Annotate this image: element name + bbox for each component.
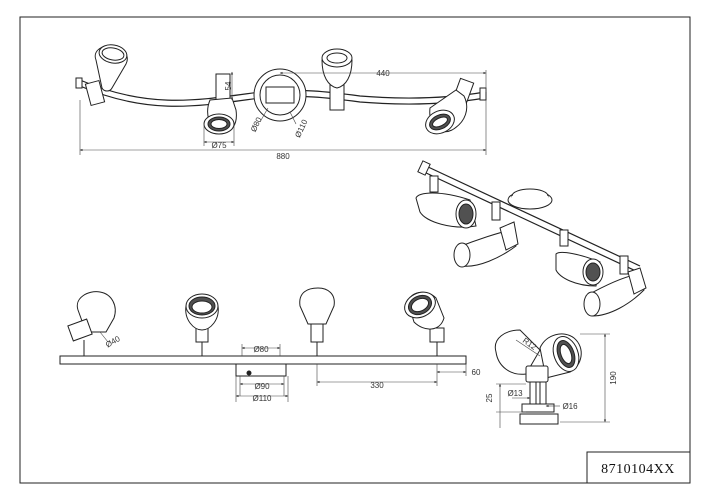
canopy-top: [253, 68, 307, 122]
label-base-90: Ø90: [254, 382, 270, 391]
label-canopy-110: Ø110: [293, 118, 309, 140]
drawing-frame: [19, 16, 691, 484]
label-13: Ø13: [507, 389, 523, 398]
label-75: Ø75: [211, 141, 227, 150]
front-view: [59, 287, 467, 402]
spot-front-3: [299, 287, 335, 356]
spot-front-2: [185, 293, 219, 356]
label-base-80: Ø80: [253, 345, 269, 354]
product-code: 8710104XX: [601, 462, 675, 477]
spot-top-4: [425, 77, 475, 135]
spot-top-2: [203, 73, 237, 135]
spot-persp-4: [583, 255, 647, 317]
spot-persp-3: [555, 229, 604, 287]
label-25: 25: [485, 393, 494, 402]
spot-persp-2: [453, 201, 519, 268]
label-190: 190: [609, 371, 618, 385]
dim-440: [279, 70, 487, 92]
dim-75: [203, 124, 235, 146]
side-view: [494, 329, 610, 428]
top-view: [75, 44, 487, 155]
spot-front-4: [404, 291, 445, 356]
label-front-40: Ø40: [104, 334, 122, 350]
label-880: 880: [276, 152, 290, 161]
label-canopy-80: Ø80: [249, 115, 264, 133]
front-view-labels: Ø40 Ø80 Ø90 Ø110 330 60: [104, 334, 481, 403]
label-60: 60: [472, 368, 481, 377]
label-base-110: Ø110: [253, 394, 273, 403]
spot-persp-1: [415, 175, 477, 229]
title-block: 8710104XX: [586, 451, 691, 484]
label-330: 330: [370, 381, 384, 390]
spot-front-1: [67, 291, 116, 356]
label-440: 440: [376, 69, 390, 78]
label-54: 54: [224, 81, 233, 90]
dim-880: [79, 100, 487, 155]
spot-top-1: [84, 44, 128, 107]
label-16: Ø16: [562, 402, 578, 411]
perspective-view: [415, 160, 647, 317]
